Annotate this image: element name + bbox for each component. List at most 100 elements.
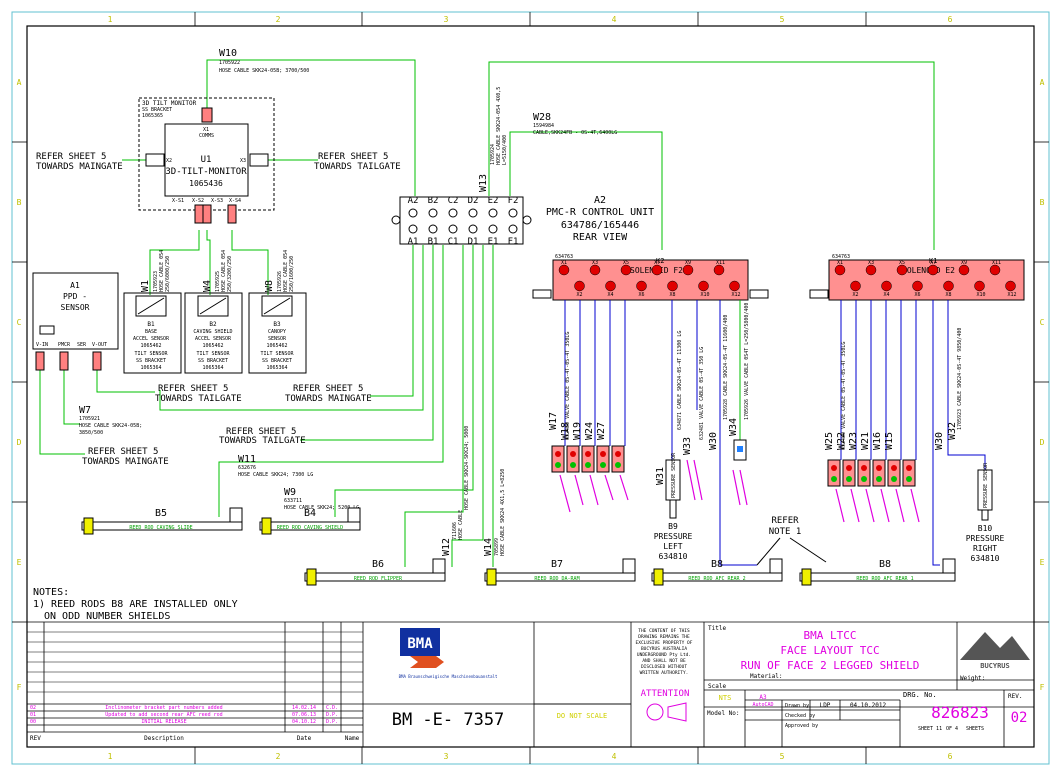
ppd-l1: PPD - bbox=[63, 292, 87, 301]
valve-id: W19 bbox=[572, 422, 583, 440]
reed-rod-connector-icon bbox=[432, 558, 446, 574]
tilt-monitor-bracket-part: 1065365 bbox=[142, 113, 163, 119]
solenoid-connector-label: X5 bbox=[899, 260, 905, 266]
w11-part: 632676 bbox=[238, 465, 256, 471]
property-line: WRITTEN AUTHORITY. bbox=[640, 670, 689, 676]
solenoid-connector-label: X2 bbox=[853, 292, 859, 298]
refer-left-mg-1: REFER SHEET 5 bbox=[36, 152, 106, 162]
solenoid-connector-icon bbox=[574, 280, 585, 292]
solenoid-connector-icon bbox=[912, 280, 923, 292]
solenoid-connector-label: X7 bbox=[930, 260, 936, 266]
property-line: AND SHALL NOT BE bbox=[642, 658, 686, 664]
title-line-2: FACE LAYOUT TCC bbox=[780, 644, 879, 657]
solenoid-connector-icon bbox=[896, 264, 908, 276]
solenoid-connector-label: X7 bbox=[654, 260, 660, 266]
green-cable-routes bbox=[39, 59, 935, 567]
reed-rod-end-icon bbox=[486, 568, 497, 586]
socket-label: A1 bbox=[408, 237, 419, 247]
b7-label: REED ROD DA-RAM bbox=[534, 576, 579, 582]
pressure-left-l2: LEFT bbox=[663, 542, 682, 551]
b4-id: B4 bbox=[304, 508, 316, 519]
solenoid-connector-icon bbox=[651, 264, 663, 276]
valve-cable-label-right: 632480 VALVE CABLE 0S-4T-0S-4T 350LG bbox=[841, 342, 847, 450]
x2-label: X2 bbox=[166, 158, 172, 164]
solenoid-connector-label: X6 bbox=[915, 292, 921, 298]
outer-frame bbox=[11, 11, 1050, 765]
b3-l5: SS BRACKET bbox=[262, 358, 292, 364]
drg-label: DRG. No. bbox=[903, 691, 937, 699]
revision-empty-rows bbox=[27, 631, 363, 693]
b2-l5: SS BRACKET bbox=[198, 358, 228, 364]
b1-l3: 1065462 bbox=[140, 343, 161, 349]
pin-label: V-IN bbox=[36, 342, 48, 348]
right-valve-ids: W25 W22 W23 W21 W16 W15 bbox=[824, 432, 895, 450]
b1-id: B1 bbox=[147, 321, 155, 328]
w7-part: 1705921 bbox=[79, 416, 100, 422]
w1-part: 1705923 bbox=[153, 271, 159, 292]
tilt-monitor-part: 1065436 bbox=[189, 179, 223, 188]
ppd-connectors bbox=[35, 351, 102, 371]
tilt-monitor-bracket bbox=[138, 97, 275, 211]
refer-low-tg-1: REFER SHEET 5 bbox=[226, 427, 296, 437]
rev-date: 14.02.14 bbox=[292, 705, 316, 711]
reed-rod-connector-icon bbox=[229, 507, 243, 523]
solenoid-connector-icon bbox=[713, 264, 725, 276]
col-label: 5 bbox=[780, 752, 785, 761]
w8-part: 1705926 bbox=[277, 271, 283, 292]
b2-l4: TILT SENSOR bbox=[196, 351, 230, 357]
valve-id: W21 bbox=[860, 432, 871, 450]
ppd-id: A1 bbox=[70, 281, 80, 290]
w30-left: W30 W34 1705928 CABLE SKK24-0S-4T 11600/… bbox=[708, 300, 757, 566]
col-label: 6 bbox=[948, 15, 953, 24]
control-unit-view: REAR VIEW bbox=[573, 232, 628, 243]
reed-rod-connector-icon bbox=[622, 558, 636, 574]
sheets-label: SHEETS bbox=[966, 726, 984, 732]
solenoid-connector-icon bbox=[958, 264, 970, 276]
drawn-date: 04.10.2012 bbox=[850, 702, 887, 709]
b8l-id: B8 bbox=[711, 559, 723, 570]
refer-right-tg-2: TOWARDS TAILGATE bbox=[314, 162, 401, 172]
w7-id: W7 bbox=[79, 405, 91, 416]
pressure-right-l3: 634810 bbox=[971, 554, 1000, 563]
valve-cable-label-left: 632480 VALVE CABLE 0S-4T-0S-4T 350LG bbox=[565, 332, 571, 440]
tilt-monitor-name: 3D-TILT-MONITOR bbox=[165, 167, 247, 177]
bma-sub: BMA Braunschweigische Maschinenbauanstal… bbox=[399, 674, 498, 679]
b2-l1: CAVING SHIELD bbox=[193, 329, 232, 335]
w4-len: 250/3200/250 bbox=[227, 256, 233, 292]
rev-header-desc: Description bbox=[144, 735, 184, 742]
refer-right-tg-1: REFER SHEET 5 bbox=[318, 152, 388, 162]
revision-header: REV Description Date Name bbox=[30, 735, 360, 742]
w10-part: 1705922 bbox=[219, 60, 240, 66]
pressure-valve-function-text bbox=[686, 459, 748, 506]
inner-frame bbox=[26, 25, 1035, 748]
scale-value: NTS bbox=[719, 694, 732, 702]
reed-rod-connector-icon bbox=[769, 558, 783, 574]
b6-label: REED ROD FLIPPER bbox=[354, 576, 403, 582]
socket-label: D2 bbox=[468, 196, 479, 206]
projection-cone-icon bbox=[667, 702, 687, 722]
drawn-value: LDP bbox=[820, 702, 831, 709]
solenoid-connector-label: X4 bbox=[608, 292, 614, 298]
w9-id: W9 bbox=[284, 487, 296, 498]
rev-number: 01 bbox=[30, 712, 36, 718]
w9-part: 633711 bbox=[284, 498, 302, 504]
pressure-right-cable-id: W32 bbox=[947, 422, 958, 440]
w14-desc: HOSE CABLE SKK24 4X1,5 L=8250 bbox=[500, 469, 506, 556]
socket-label: F1 bbox=[508, 237, 519, 247]
bma-logo-text: BMA bbox=[407, 636, 433, 652]
w13-line1: 1705924 bbox=[490, 144, 496, 165]
solenoid-connector-label: X12 bbox=[1008, 292, 1017, 298]
property-line: EXCLUSIVE PROPERTY OF bbox=[636, 640, 693, 646]
bma-number: BM -E- 7357 bbox=[392, 710, 505, 730]
valve-id: W27 bbox=[596, 422, 607, 440]
solenoid-k2-mount-icon bbox=[749, 289, 769, 299]
w34-id: W34 bbox=[728, 418, 739, 436]
control-unit-mount-icon bbox=[522, 215, 532, 225]
pressure-left-id: B9 bbox=[668, 522, 678, 531]
refer-low-tg-2: TOWARDS TAILGATE bbox=[219, 436, 306, 446]
title-line-3: RUN OF FACE 2 LEGGED SHIELD bbox=[741, 659, 920, 672]
pressure-right-l1: PRESSURE bbox=[966, 534, 1005, 543]
b1-l6: 1065364 bbox=[140, 365, 161, 371]
b3-l1: CANOPY bbox=[268, 329, 286, 335]
pressure-left-cable: 634871 CABLE SKK24-0S-4T 11300 LG bbox=[677, 331, 683, 430]
